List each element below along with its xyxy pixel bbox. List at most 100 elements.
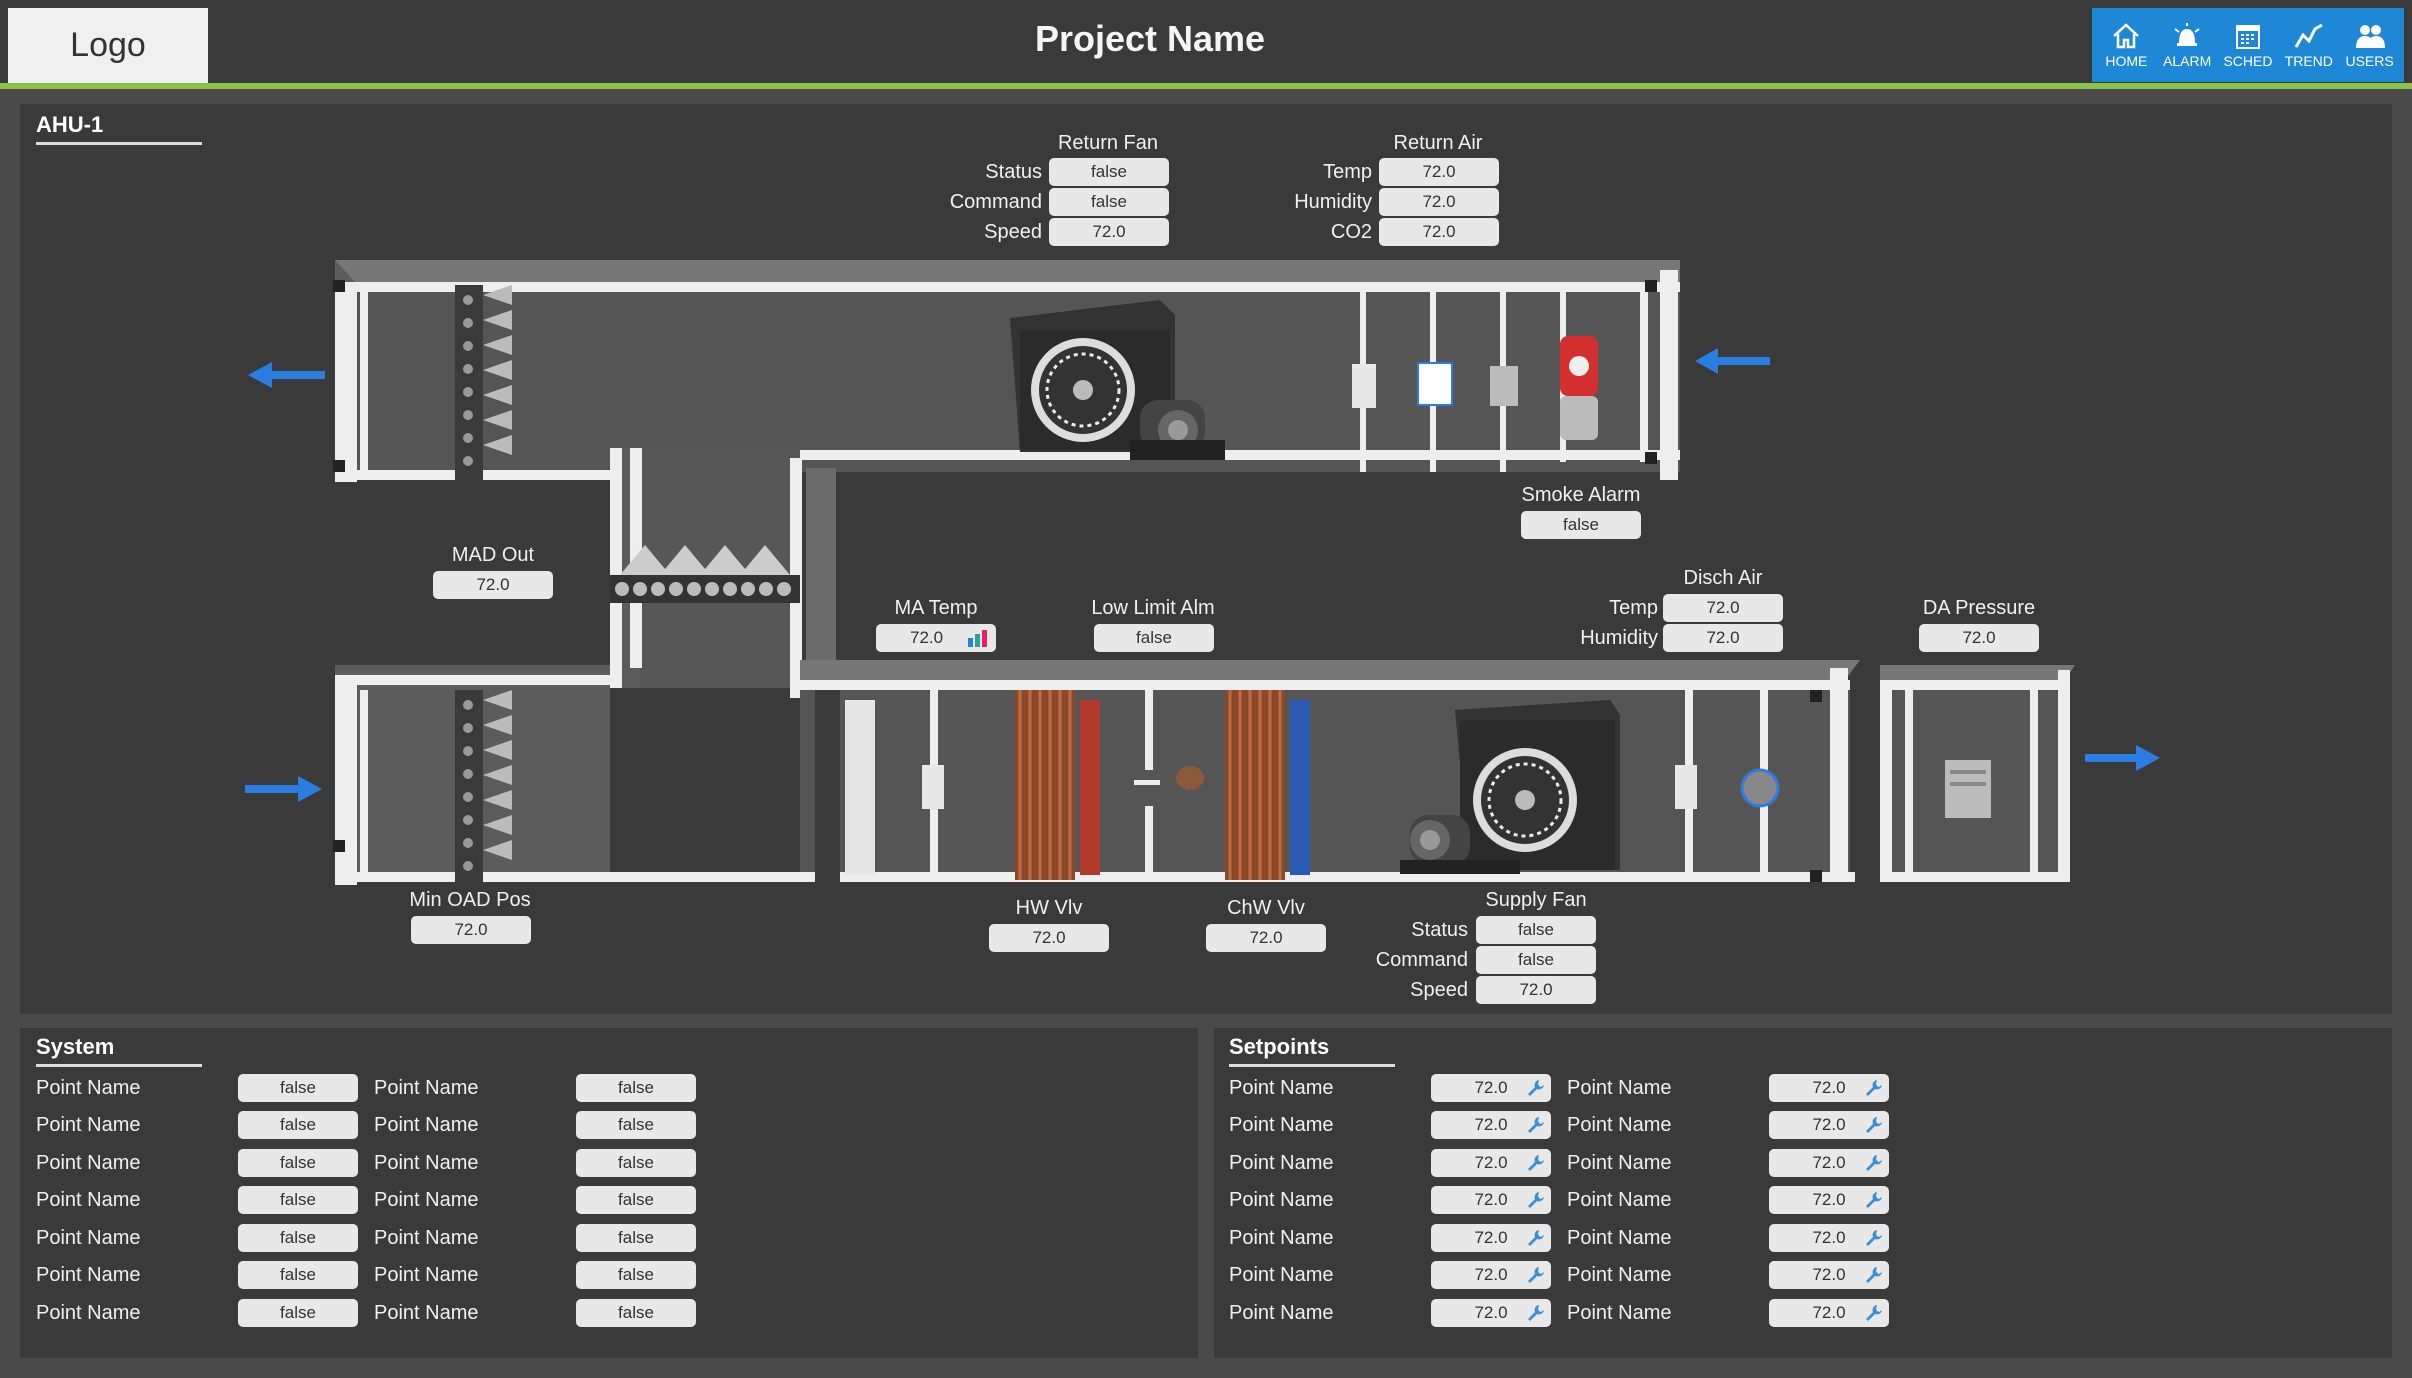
supply-fan-status-value[interactable]: false — [1476, 916, 1596, 944]
supply-fan-command-value[interactable]: false — [1476, 946, 1596, 974]
wrench-icon[interactable] — [1863, 1115, 1883, 1135]
setpoint-field[interactable]: 72.0 — [1769, 1261, 1889, 1289]
system-point-label: Point Name — [374, 1152, 479, 1174]
system-point-value[interactable]: false — [238, 1261, 358, 1289]
setpoints-title-underline — [1229, 1064, 1395, 1067]
setpoint-field[interactable]: 72.0 — [1769, 1299, 1889, 1327]
setpoint-field[interactable]: 72.0 — [1431, 1261, 1551, 1289]
return-duct — [333, 260, 1680, 482]
system-point-value[interactable]: false — [238, 1111, 358, 1139]
setpoint-field[interactable]: 72.0 — [1431, 1186, 1551, 1214]
setpoint-field[interactable]: 72.0 — [1431, 1224, 1551, 1252]
wrench-icon[interactable] — [1525, 1228, 1545, 1248]
setpoint-label: Point Name — [1229, 1302, 1334, 1324]
wrench-icon[interactable] — [1863, 1078, 1883, 1098]
setpoint-field[interactable]: 72.0 — [1431, 1299, 1551, 1327]
system-point-value[interactable]: false — [238, 1186, 358, 1214]
setpoint-field[interactable]: 72.0 — [1769, 1186, 1889, 1214]
return-fan-status-value[interactable]: false — [1049, 158, 1169, 186]
setpoint-field[interactable]: 72.0 — [1431, 1074, 1551, 1102]
wrench-icon[interactable] — [1525, 1115, 1545, 1135]
alarm-icon — [2174, 23, 2200, 46]
return-fan-speed-value[interactable]: 72.0 — [1049, 218, 1169, 246]
system-point-value[interactable]: false — [576, 1074, 696, 1102]
wrench-icon[interactable] — [1525, 1153, 1545, 1173]
return-air-temp-value[interactable]: 72.0 — [1379, 158, 1499, 186]
system-point-value[interactable]: false — [576, 1224, 696, 1252]
ma-temp-label: MA Temp — [894, 597, 978, 619]
setpoint-value: 72.0 — [1474, 1228, 1508, 1247]
return-sensors — [1352, 336, 1598, 440]
system-point-label: Point Name — [374, 1302, 479, 1324]
wrench-icon[interactable] — [1863, 1153, 1883, 1173]
supply-duct — [333, 660, 1860, 885]
wrench-icon[interactable] — [1863, 1303, 1883, 1323]
nav-sched-label: SCHED — [2223, 53, 2273, 69]
system-point-label: Point Name — [374, 1189, 479, 1211]
nav-users-button[interactable]: USERS — [2341, 21, 2399, 69]
logo[interactable]: Logo — [8, 8, 208, 83]
wrench-icon[interactable] — [1525, 1265, 1545, 1285]
mixing-section — [610, 448, 836, 698]
setpoint-label: Point Name — [1229, 1152, 1334, 1174]
setpoint-value: 72.0 — [1812, 1190, 1846, 1209]
return-fan-command-value[interactable]: false — [1049, 188, 1169, 216]
smoke-alarm-value[interactable]: false — [1521, 511, 1641, 539]
system-point-value[interactable]: false — [576, 1186, 696, 1214]
return-air-humidity-value[interactable]: 72.0 — [1379, 188, 1499, 216]
setpoint-label: Point Name — [1567, 1264, 1672, 1286]
nav-home-button[interactable]: HOME — [2097, 21, 2155, 69]
hw-vlv-value[interactable]: 72.0 — [989, 924, 1109, 952]
setpoint-value: 72.0 — [1812, 1303, 1846, 1322]
users-icon — [2355, 25, 2385, 48]
system-point-value[interactable]: false — [576, 1149, 696, 1177]
system-point-value[interactable]: false — [238, 1074, 358, 1102]
bar-chart-icon[interactable] — [966, 628, 990, 648]
mad-out-value[interactable]: 72.0 — [433, 571, 553, 599]
chw-vlv-value[interactable]: 72.0 — [1206, 924, 1326, 952]
wrench-icon[interactable] — [1863, 1190, 1883, 1210]
wrench-icon[interactable] — [1863, 1265, 1883, 1285]
setpoint-field[interactable]: 72.0 — [1769, 1224, 1889, 1252]
setpoint-field[interactable]: 72.0 — [1769, 1149, 1889, 1177]
chw-vlv-label: ChW Vlv — [1227, 897, 1305, 919]
setpoint-field[interactable]: 72.0 — [1769, 1074, 1889, 1102]
wrench-icon[interactable] — [1525, 1190, 1545, 1210]
setpoint-label: Point Name — [1229, 1227, 1334, 1249]
wrench-icon[interactable] — [1525, 1078, 1545, 1098]
system-point-value[interactable]: false — [576, 1111, 696, 1139]
nav-sched-button[interactable]: SCHED — [2219, 21, 2277, 69]
ma-temp-field[interactable]: 72.0 — [876, 624, 996, 652]
min-oad-value[interactable]: 72.0 — [411, 916, 531, 944]
system-point-label: Point Name — [36, 1189, 141, 1211]
setpoint-value: 72.0 — [1474, 1115, 1508, 1134]
wrench-icon[interactable] — [1525, 1303, 1545, 1323]
system-point-value[interactable]: false — [576, 1299, 696, 1327]
return-air-co2-label: CO2 — [1330, 221, 1372, 243]
supply-fan-speed-value[interactable]: 72.0 — [1476, 976, 1596, 1004]
low-limit-value[interactable]: false — [1094, 624, 1214, 652]
nav-alarm-button[interactable]: ALARM — [2158, 21, 2216, 69]
disch-air-temp-value[interactable]: 72.0 — [1663, 594, 1783, 622]
da-pressure-value[interactable]: 72.0 — [1919, 624, 2039, 652]
system-point-value[interactable]: false — [238, 1149, 358, 1177]
cooling-coil-graphic — [1225, 690, 1310, 880]
heating-coil-graphic — [1015, 690, 1100, 880]
system-point-value[interactable]: false — [238, 1299, 358, 1327]
return-fan-status-label: Status — [985, 161, 1042, 183]
wrench-icon[interactable] — [1863, 1228, 1883, 1248]
system-point-label: Point Name — [374, 1264, 479, 1286]
ma-temp-value: 72.0 — [910, 628, 944, 647]
setpoint-field[interactable]: 72.0 — [1769, 1111, 1889, 1139]
nav-trend-button[interactable]: TREND — [2280, 21, 2338, 69]
setpoint-field[interactable]: 72.0 — [1431, 1149, 1551, 1177]
disch-air-humidity-value[interactable]: 72.0 — [1663, 624, 1783, 652]
da-pressure-label: DA Pressure — [1922, 597, 2036, 619]
setpoint-label: Point Name — [1567, 1114, 1672, 1136]
system-point-value[interactable]: false — [238, 1224, 358, 1252]
setpoint-label: Point Name — [1567, 1077, 1672, 1099]
calendar-icon — [2235, 25, 2260, 49]
system-point-value[interactable]: false — [576, 1261, 696, 1289]
return-air-co2-value[interactable]: 72.0 — [1379, 218, 1499, 246]
setpoint-field[interactable]: 72.0 — [1431, 1111, 1551, 1139]
